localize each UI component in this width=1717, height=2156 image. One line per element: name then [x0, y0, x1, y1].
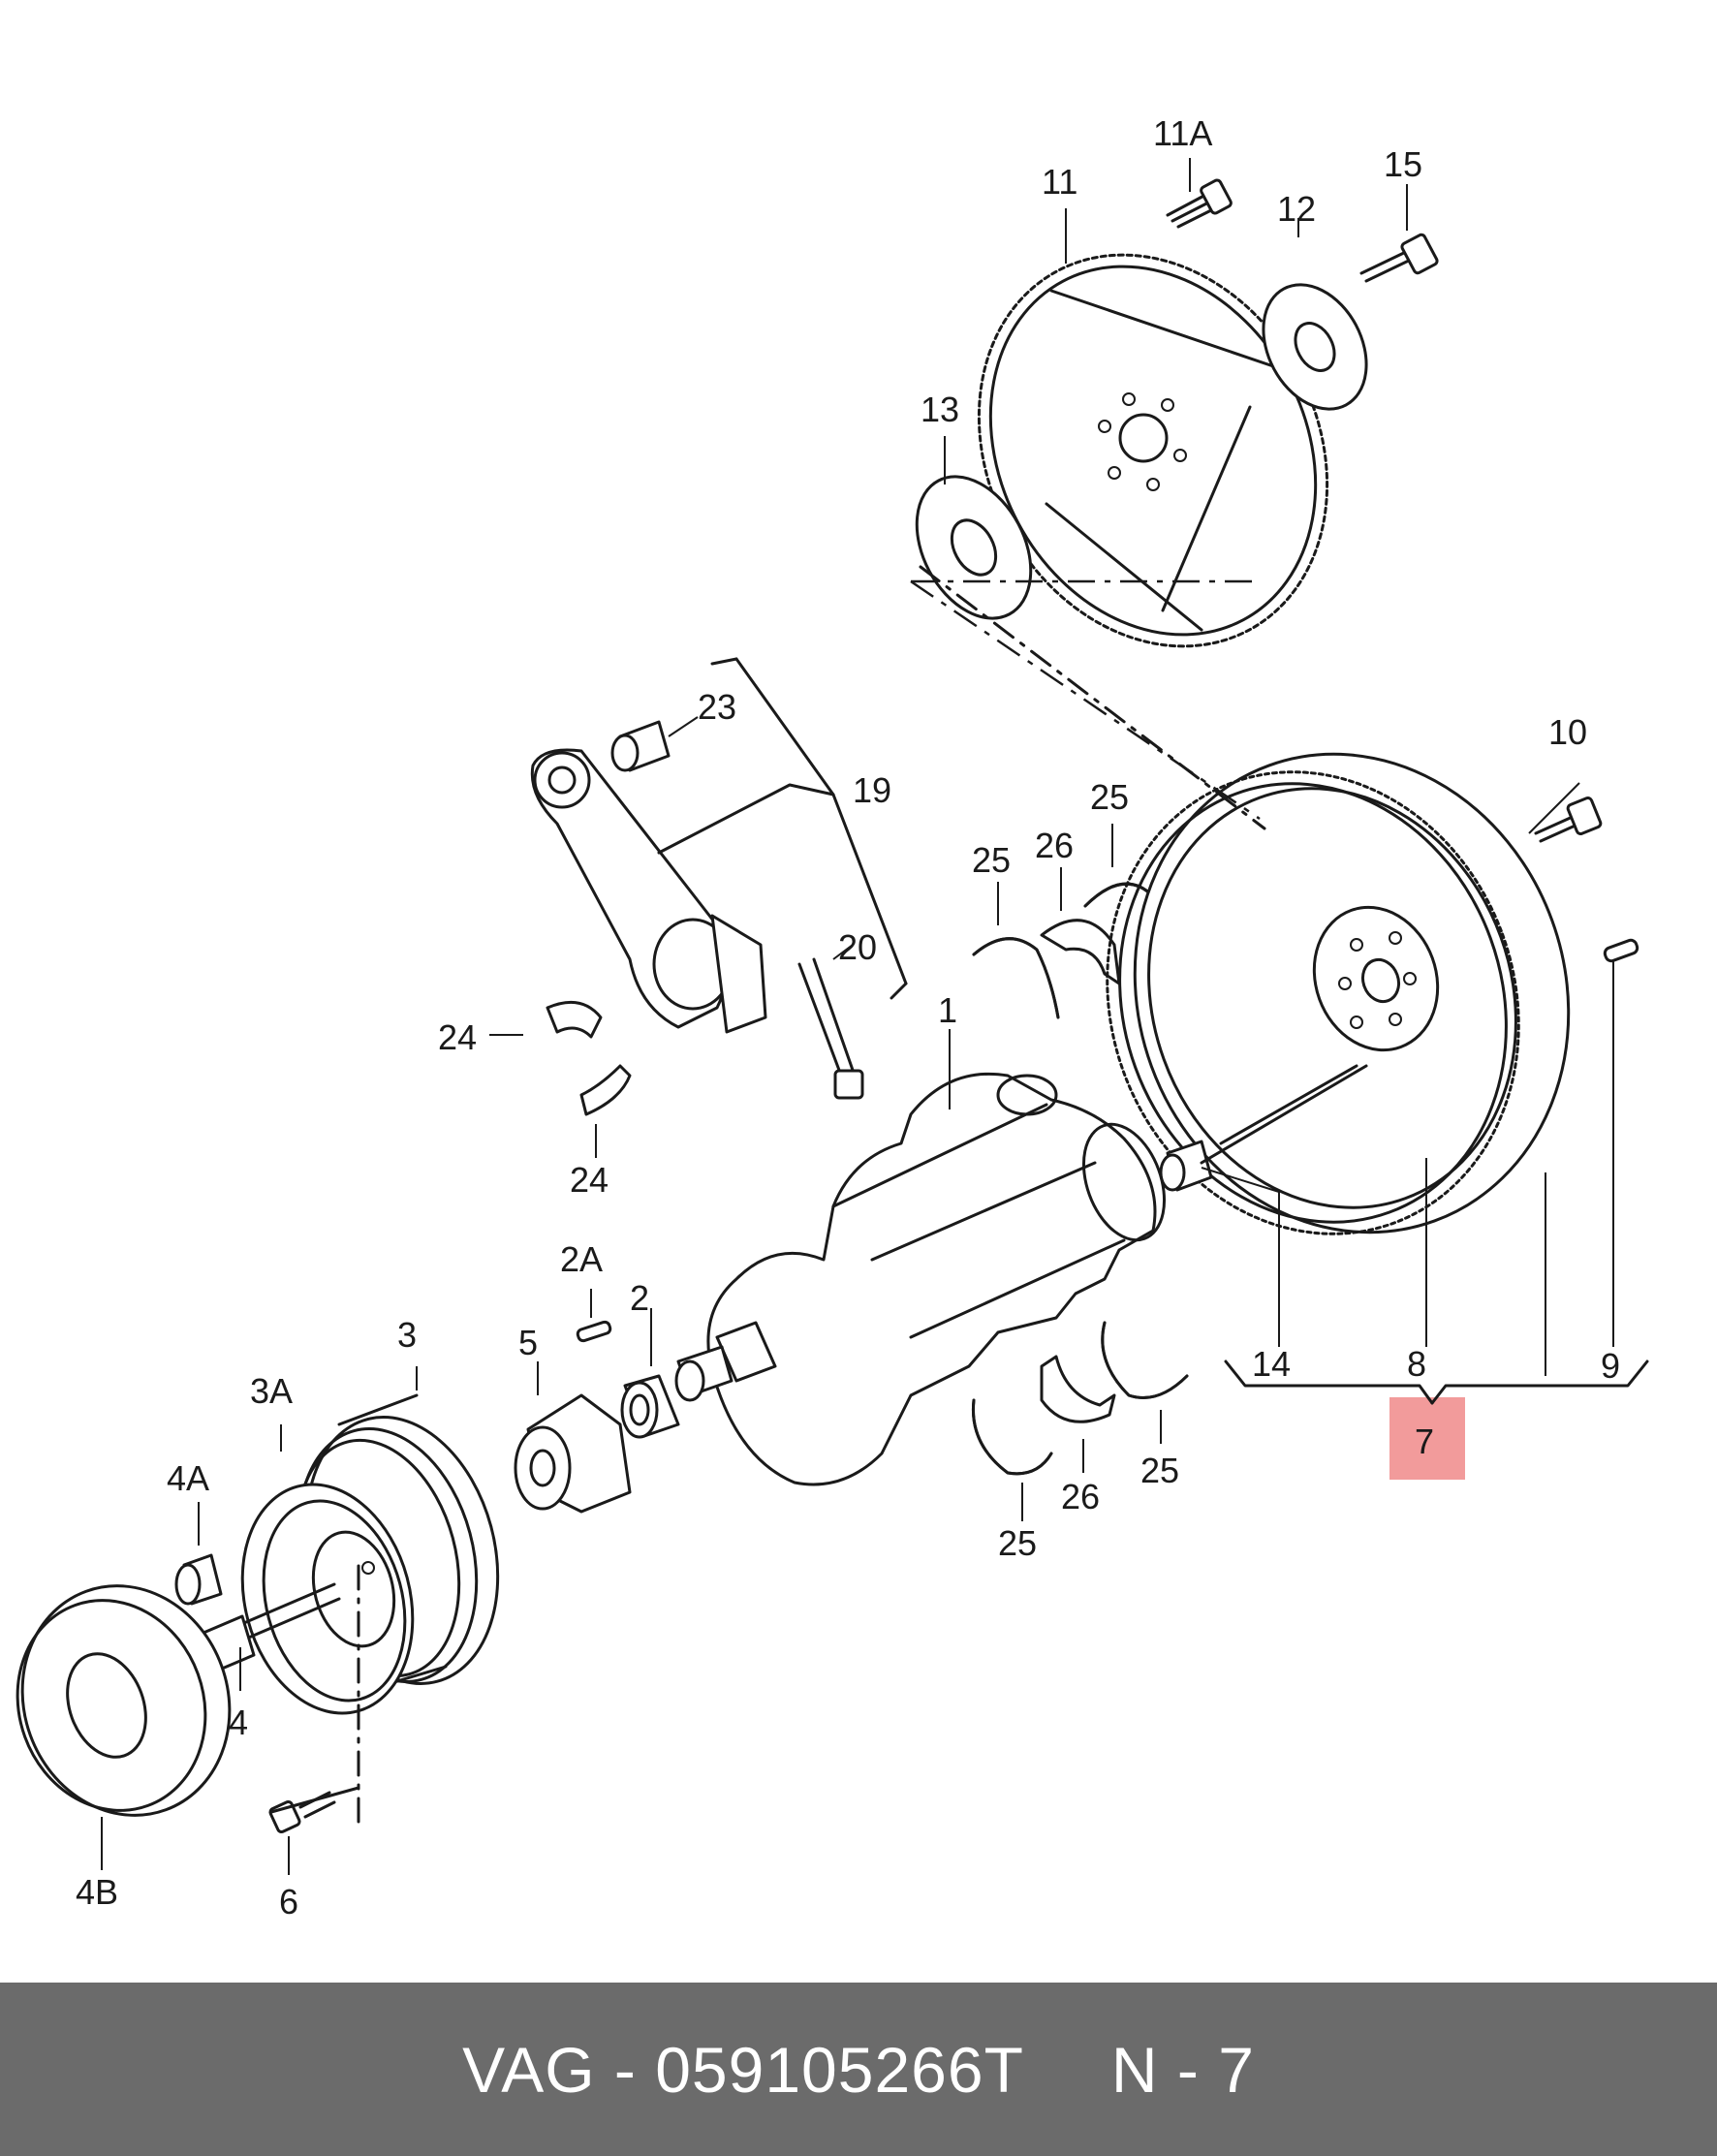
seal-2	[620, 1374, 680, 1439]
bolt-10	[1534, 797, 1603, 843]
callout-11a: 11A	[1153, 113, 1212, 153]
washer-12	[1262, 283, 1368, 411]
bolt-11a	[1166, 178, 1233, 229]
bolt-15	[1359, 233, 1439, 283]
leader-lines	[101, 158, 1614, 1875]
callout-5: 5	[518, 1323, 538, 1362]
callout-9: 9	[1601, 1346, 1620, 1386]
bracket-19	[657, 657, 908, 1000]
connecting-rod-19	[530, 748, 767, 1034]
callout-15: 15	[1384, 144, 1422, 184]
callout-25-top-right: 25	[1090, 777, 1129, 817]
part-number-text: VAG - 059105266T	[462, 2033, 1024, 2106]
callout-1: 1	[938, 990, 957, 1030]
thrust-washer-25-top-left	[972, 937, 1060, 1019]
bearing-shell-26-bottom	[1040, 1355, 1116, 1423]
callout-4: 4	[229, 1703, 248, 1742]
dowel-pin-9	[1603, 938, 1639, 963]
sprocket-5	[514, 1393, 632, 1514]
bearing-shell-24-lower	[579, 1064, 632, 1116]
callout-4b: 4B	[76, 1872, 118, 1912]
cap-4b	[16, 1584, 232, 1817]
flywheel-7	[1106, 752, 1571, 1235]
callout-25-bottom-left: 25	[998, 1523, 1037, 1563]
callout-11: 11	[1042, 162, 1077, 202]
centerlines	[269, 565, 1368, 1824]
callout-2: 2	[630, 1278, 649, 1318]
callout-4a: 4A	[167, 1458, 209, 1498]
callout-7: 7	[1415, 1422, 1434, 1461]
callout-25-top-left: 25	[972, 840, 1011, 880]
callout-3a: 3A	[250, 1371, 293, 1411]
crankshaft-1	[674, 1072, 1167, 1486]
callout-labels: 11A 11 15 12 13 23 19 10 25 25 26 20 1 2…	[76, 113, 1620, 1922]
callout-6: 6	[279, 1882, 298, 1922]
thrust-washer-25-bottom-left	[971, 1398, 1053, 1476]
bushing-23	[610, 720, 671, 772]
callout-8: 8	[1407, 1344, 1426, 1384]
callout-26-top: 26	[1035, 826, 1074, 865]
drive-plate-11	[977, 253, 1329, 648]
bracket-7	[1224, 1359, 1649, 1405]
washer-13	[915, 475, 1033, 620]
thrust-washer-25-bottom-right	[1101, 1321, 1189, 1399]
key-2a	[576, 1320, 612, 1343]
bearing-shell-26-top	[1040, 919, 1121, 985]
callout-24-left: 24	[438, 1017, 477, 1057]
callout-3: 3	[397, 1315, 417, 1355]
highlight-box-7	[1389, 1397, 1465, 1480]
callout-10: 10	[1548, 712, 1587, 752]
callout-2a: 2A	[560, 1239, 603, 1279]
part-number-footer: VAG - 059105266T N - 7	[0, 1983, 1717, 2156]
washer-4a	[174, 1553, 223, 1606]
callout-23: 23	[698, 687, 736, 727]
callout-25-bottom-right: 25	[1140, 1451, 1179, 1490]
callout-20: 20	[838, 927, 877, 967]
bearing-shell-24-upper	[546, 1000, 603, 1039]
callout-14: 14	[1252, 1344, 1291, 1384]
exploded-parts-diagram: 11A 11 15 12 13 23 19 10 25 25 26 20 1 2…	[16, 113, 1649, 1922]
callout-26-bottom: 26	[1061, 1477, 1100, 1516]
callout-24-bottom: 24	[570, 1160, 609, 1200]
callout-19: 19	[853, 770, 891, 810]
callout-13: 13	[921, 390, 959, 429]
bolt-20	[797, 957, 864, 1100]
callout-12: 12	[1277, 189, 1316, 229]
needle-bearing-14	[1159, 1140, 1213, 1192]
diagram-position-text: N - 7	[1110, 2033, 1255, 2106]
